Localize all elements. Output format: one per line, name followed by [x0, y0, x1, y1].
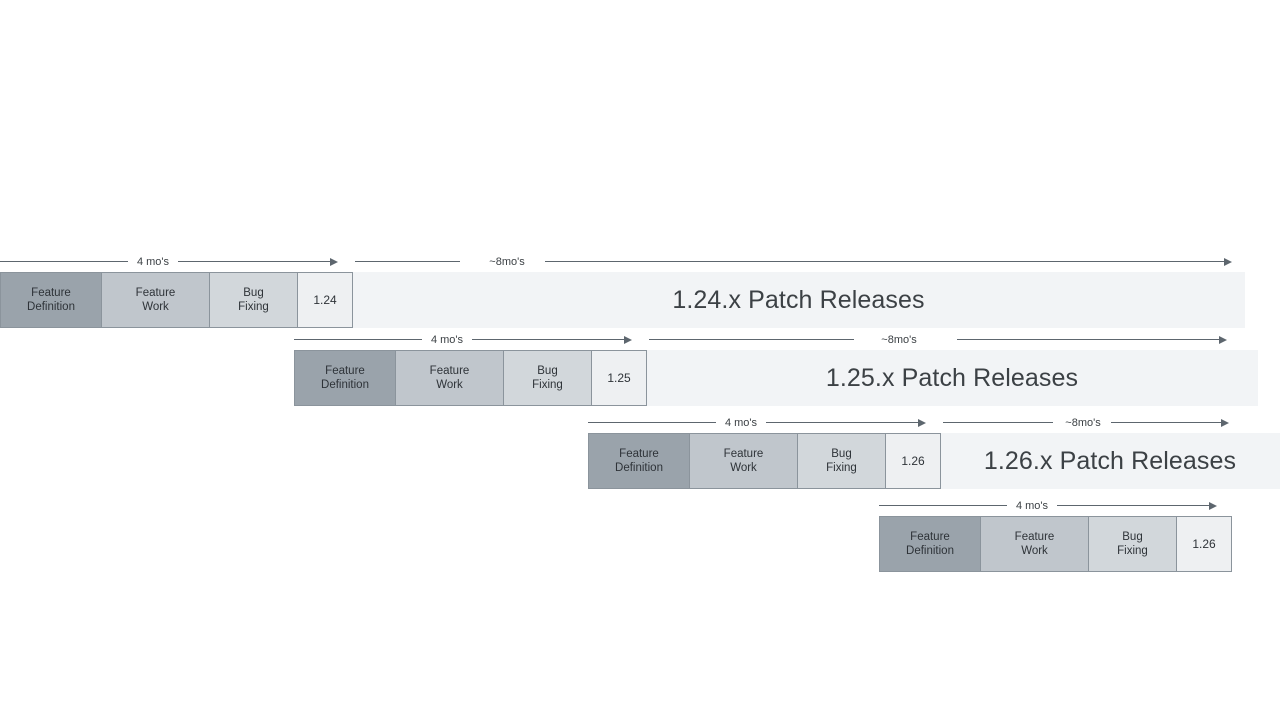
phase-label-line1: Feature — [1014, 531, 1055, 543]
patch-band-1-26: 1.26.x Patch Releases — [940, 433, 1280, 489]
phase-feature-work[interactable]: Feature Work — [395, 350, 504, 406]
phase-version-box[interactable]: 1.25 — [591, 350, 647, 406]
phase-feature-definition[interactable]: Feature Definition — [879, 516, 981, 572]
ruler-segment-left — [943, 422, 1053, 423]
ruler-arrowhead — [918, 418, 926, 427]
ruler-label-development: 4 mo's — [136, 256, 170, 268]
patch-band-label: 1.26.x Patch Releases — [983, 446, 1237, 475]
patch-band-label: 1.24.x Patch Releases — [672, 285, 925, 314]
ruler-arrowhead — [1221, 418, 1229, 427]
phase-feature-definition[interactable]: Feature Definition — [588, 433, 690, 489]
ruler-development-1-24: 4 mo's — [0, 250, 340, 274]
phase-feature-definition[interactable]: Feature Definition — [294, 350, 396, 406]
phase-bug-fixing[interactable]: Bug Fixing — [797, 433, 886, 489]
ruler-label-development: 4 mo's — [724, 417, 758, 429]
ruler-segment-right — [957, 339, 1221, 340]
version-label: 1.24 — [313, 293, 337, 307]
ruler-arrowhead — [1219, 335, 1227, 344]
phase-label-line2: Work — [730, 462, 757, 474]
phase-version-box[interactable]: 1.26 — [1176, 516, 1232, 572]
phase-feature-work[interactable]: Feature Work — [980, 516, 1089, 572]
ruler-segment-right — [1111, 422, 1223, 423]
phase-label-line1: Feature — [325, 365, 365, 377]
phase-group-1-25: Feature Definition Feature Work Bug Fixi… — [294, 350, 647, 406]
phase-version-box[interactable]: 1.26 — [885, 433, 941, 489]
ruler-segment-right — [545, 261, 1227, 262]
ruler-segment-left — [355, 261, 460, 262]
ruler-label-patch: ~8mo's — [489, 256, 525, 268]
phase-group-1-24: Feature Definition Feature Work Bug Fixi… — [0, 272, 353, 328]
ruler-label-development: 4 mo's — [1015, 500, 1049, 512]
patch-band-1-24: 1.24.x Patch Releases — [352, 272, 1245, 328]
phase-label-line1: Feature — [723, 448, 764, 460]
phase-group-1-26: Feature Definition Feature Work Bug Fixi… — [588, 433, 941, 489]
phase-feature-work[interactable]: Feature Work — [101, 272, 210, 328]
phase-label-line1: Feature — [910, 531, 950, 543]
ruler-segment-right — [766, 422, 921, 423]
phase-label-line1: Feature — [619, 448, 659, 460]
ruler-arrowhead — [330, 257, 338, 266]
phase-label-line2: Definition — [27, 301, 75, 313]
ruler-label-patch: ~8mo's — [1065, 417, 1101, 429]
phase-bug-fixing[interactable]: Bug Fixing — [209, 272, 298, 328]
ruler-arrowhead — [1224, 257, 1232, 266]
phase-label-line2: Work — [142, 301, 169, 313]
ruler-development-1-26: 4 mo's — [588, 411, 928, 435]
phase-label-line1: Feature — [31, 287, 71, 299]
ruler-segment-left — [649, 339, 854, 340]
phase-bug-fixing[interactable]: Bug Fixing — [1088, 516, 1177, 572]
phase-label-line1: Bug — [243, 287, 264, 299]
ruler-segment-right — [1057, 505, 1212, 506]
phase-group-1-26-next: Feature Definition Feature Work Bug Fixi… — [879, 516, 1232, 572]
ruler-label-patch: ~8mo's — [881, 334, 917, 346]
phase-label-line2: Fixing — [1117, 545, 1148, 557]
ruler-arrowhead — [1209, 501, 1217, 510]
phase-label-line2: Definition — [615, 462, 663, 474]
ruler-development-1-26-next: 4 mo's — [879, 494, 1219, 518]
release-row-1-24: 4 mo's ~8mo's 1.24.x Patch Releases Feat… — [0, 256, 1280, 328]
phase-label-line2: Fixing — [826, 462, 857, 474]
phase-label-line1: Bug — [831, 448, 852, 460]
ruler-segment-right — [472, 339, 627, 340]
release-row-1-26: 4 mo's ~8mo's 1.26.x Patch Releases Feat… — [0, 417, 1280, 489]
ruler-patch-1-25: ~8mo's — [649, 328, 1235, 352]
ruler-segment-left — [588, 422, 716, 423]
patch-band-label: 1.25.x Patch Releases — [825, 363, 1079, 392]
phase-label-line2: Definition — [906, 545, 954, 557]
ruler-patch-1-26: ~8mo's — [943, 411, 1235, 435]
release-row-1-25: 4 mo's ~8mo's 1.25.x Patch Releases Feat… — [0, 334, 1280, 406]
phase-feature-definition[interactable]: Feature Definition — [0, 272, 102, 328]
phase-label-line1: Bug — [537, 365, 558, 377]
ruler-label-development: 4 mo's — [430, 334, 464, 346]
phase-label-line2: Work — [1021, 545, 1048, 557]
ruler-patch-1-24: ~8mo's — [355, 250, 1235, 274]
phase-label-line1: Feature — [135, 287, 176, 299]
version-label: 1.25 — [607, 371, 631, 385]
phase-version-box[interactable]: 1.24 — [297, 272, 353, 328]
phase-label-line2: Fixing — [532, 379, 563, 391]
ruler-arrowhead — [624, 335, 632, 344]
release-row-1-26-next: 4 mo's Feature Definition Feature Work B… — [0, 500, 1280, 572]
ruler-segment-left — [294, 339, 422, 340]
ruler-development-1-25: 4 mo's — [294, 328, 634, 352]
phase-bug-fixing[interactable]: Bug Fixing — [503, 350, 592, 406]
phase-label-line1: Feature — [429, 365, 470, 377]
phase-label-line2: Fixing — [238, 301, 269, 313]
version-label: 1.26 — [1192, 537, 1216, 551]
patch-band-1-25: 1.25.x Patch Releases — [646, 350, 1258, 406]
ruler-segment-left — [879, 505, 1007, 506]
ruler-segment-right — [178, 261, 333, 262]
phase-label-line2: Definition — [321, 379, 369, 391]
ruler-segment-left — [0, 261, 128, 262]
version-label: 1.26 — [901, 454, 925, 468]
phase-label-line1: Bug — [1122, 531, 1143, 543]
phase-feature-work[interactable]: Feature Work — [689, 433, 798, 489]
phase-label-line2: Work — [436, 379, 463, 391]
